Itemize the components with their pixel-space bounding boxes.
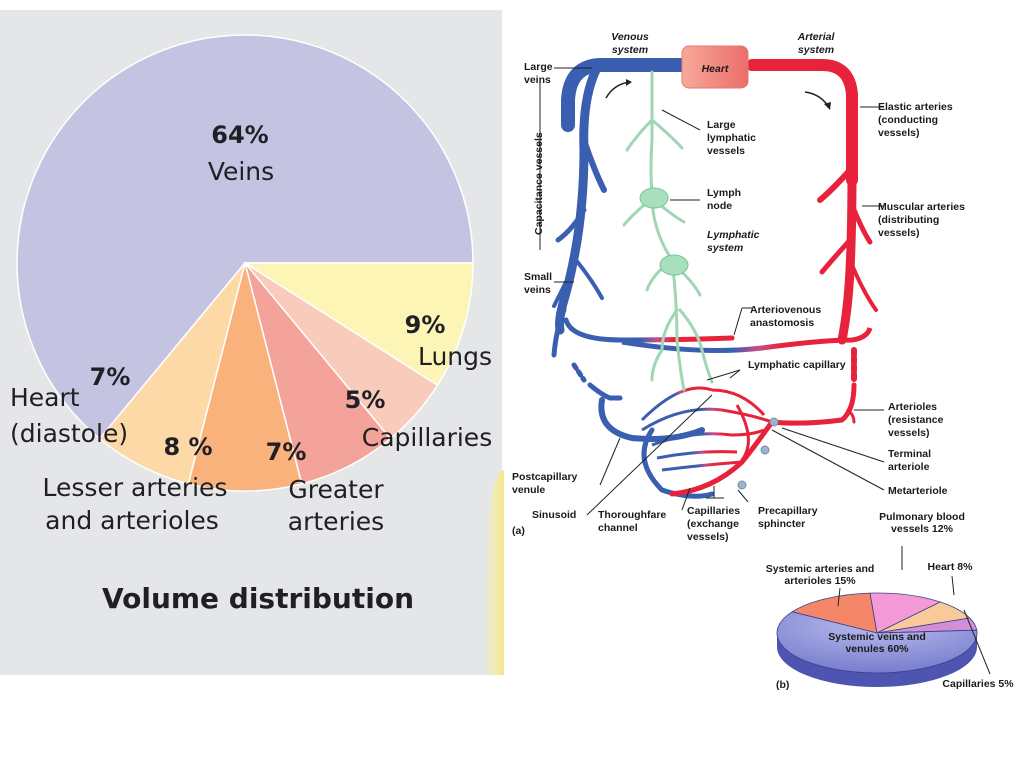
slice-heart xyxy=(98,262,246,485)
b-label-heart: Heart 8% xyxy=(928,561,974,573)
label-thoroughfare-2: channel xyxy=(598,522,638,534)
b-label-capillaries: Capillaries 5% xyxy=(942,678,1014,690)
label-large-lymph-2: lymphatic xyxy=(707,132,756,144)
b-leader-line xyxy=(837,587,841,607)
label-veins: Veins xyxy=(208,157,274,186)
label-muscular-3: vessels) xyxy=(878,227,919,239)
label-capillaries: Capillaries xyxy=(362,423,492,452)
b-leader-line xyxy=(963,609,991,675)
label-arterioles-2: (resistance xyxy=(888,414,944,426)
panel-a-label: (a) xyxy=(512,525,525,537)
label-heart-1: Heart xyxy=(10,383,80,412)
label-lesser-2: and arterioles xyxy=(45,506,219,535)
label-small-veins-1: Small xyxy=(524,271,552,283)
arteriovenous-anastomosis-vessel xyxy=(621,327,873,353)
label-large-veins-1: Large xyxy=(524,61,553,73)
label-capillaries-2: (exchange xyxy=(687,518,739,530)
label-elastic-1: Elastic arteries xyxy=(878,101,953,113)
chart-title: Volume distribution xyxy=(102,582,414,615)
label-capillaries-pct: 5% xyxy=(345,386,386,414)
label-elastic-2: (conducting xyxy=(878,114,938,126)
label-av-2: anastomosis xyxy=(750,317,814,329)
circulatory-diagram: Heart Venous system Arterial system Larg… xyxy=(512,31,1015,691)
label-heart-2: (diastole) xyxy=(10,419,128,448)
label-arterial-1: Arterial xyxy=(797,31,836,43)
label-arterioles-3: vessels) xyxy=(888,427,929,439)
label-terminal-1: Terminal xyxy=(888,448,931,460)
b-leader-line xyxy=(951,575,955,596)
label-thoroughfare-1: Thoroughfare xyxy=(598,509,666,521)
label-lymph-system-1: Lymphatic xyxy=(707,229,760,241)
label-large-lymph-1: Large xyxy=(707,119,736,131)
label-metarteriole: Metarteriole xyxy=(888,485,948,497)
label-lungs-pct: 9% xyxy=(405,311,446,339)
leader-lines xyxy=(539,67,885,516)
label-capacitance-vessels: Capacitance vessels xyxy=(533,132,545,235)
label-muscular-1: Muscular arteries xyxy=(878,201,965,213)
label-large-lymph-3: vessels xyxy=(707,145,745,157)
label-lesser-1: Lesser arteries xyxy=(43,473,228,502)
volume-pie-chart: 64% Veins 9% Lungs 5% Capillaries 7% Gre… xyxy=(10,34,492,615)
precapillary-sphincters xyxy=(737,417,779,490)
circulatory-diagram-panel: Heart Venous system Arterial system Larg… xyxy=(502,10,1024,691)
label-sinusoid: Sinusoid xyxy=(532,509,576,521)
label-venous-1: Venous xyxy=(611,31,649,43)
label-terminal-2: arteriole xyxy=(888,461,930,473)
label-heart-pct: 7% xyxy=(90,363,131,391)
label-lesser-pct: 8 % xyxy=(163,433,212,461)
label-arterioles-1: Arterioles xyxy=(888,401,937,413)
label-greater-2: arteries xyxy=(288,507,384,536)
volume-distribution-panel: 64% Veins 9% Lungs 5% Capillaries 7% Gre… xyxy=(0,10,502,675)
slice-lungs xyxy=(242,262,474,387)
lymph-nodes xyxy=(639,187,689,276)
slice-pulmonary xyxy=(869,592,942,634)
venous-arrow-head-icon xyxy=(626,79,632,86)
slice-systemic-veins xyxy=(776,611,978,674)
heart-label: Heart xyxy=(702,63,729,75)
panel-b-label: (b) xyxy=(776,679,789,690)
label-precapillary-2: sphincter xyxy=(758,518,805,530)
label-capillaries-1: Capillaries xyxy=(687,505,740,517)
label-lymph-node-2: node xyxy=(707,200,732,212)
label-postcapillary-1: Postcapillary xyxy=(512,471,578,483)
pie-side-band xyxy=(777,633,977,687)
label-greater-1: Greater xyxy=(288,475,384,504)
label-small-veins-2: veins xyxy=(524,284,551,296)
heart-box xyxy=(681,45,749,89)
label-large-veins-2: veins xyxy=(524,74,551,86)
venous-vessels xyxy=(551,58,735,499)
slice-systemic-arteries xyxy=(791,592,878,634)
label-postcapillary-2: venule xyxy=(512,484,545,496)
label-lymph-system-2: system xyxy=(707,242,743,254)
label-venous-2: system xyxy=(612,44,648,56)
capillary-bed xyxy=(640,386,773,472)
label-av-1: Arteriovenous xyxy=(750,304,821,316)
arterial-vessels xyxy=(669,59,878,497)
yellow-edge-decoration xyxy=(484,470,504,675)
label-elastic-3: vessels) xyxy=(878,127,919,139)
label-lymphatic-capillary: Lymphatic capillary xyxy=(748,359,846,371)
slice-lesser-arteries xyxy=(187,262,303,492)
label-muscular-2: (distributing xyxy=(878,214,939,226)
label-lymph-node-1: Lymph xyxy=(707,187,741,199)
label-greater-pct: 7% xyxy=(266,438,307,466)
label-veins-pct: 64% xyxy=(211,121,268,149)
label-capillaries-3: vessels) xyxy=(687,531,728,543)
label-precapillary-1: Precapillary xyxy=(758,505,818,517)
arterial-arrow-head-icon xyxy=(824,102,831,110)
slice-veins xyxy=(16,34,474,440)
label-lungs: Lungs xyxy=(418,342,492,371)
label-arterial-2: system xyxy=(798,44,834,56)
